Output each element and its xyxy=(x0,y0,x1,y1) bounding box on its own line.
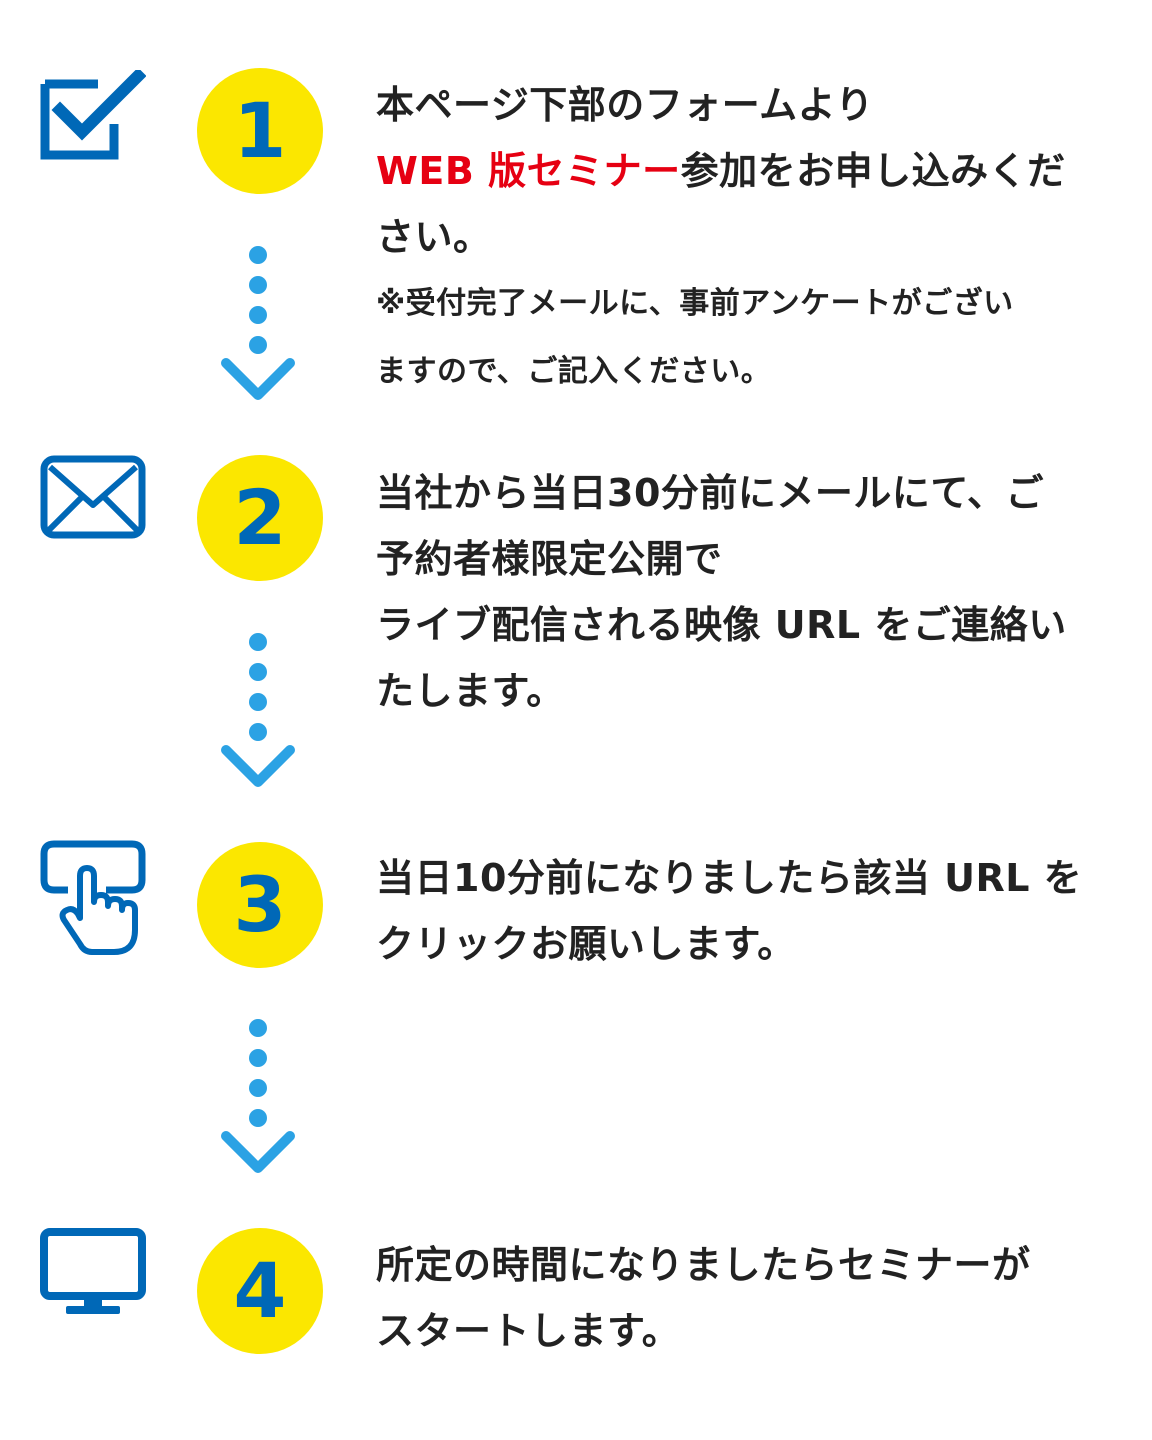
step-1-highlight: WEB 版セミナー xyxy=(376,149,681,193)
step-1-line-1: 本ページ下部のフォームより xyxy=(376,83,874,127)
down-arrow-connector-1 xyxy=(221,246,295,400)
step-number-1: 1 xyxy=(197,68,323,194)
step-4-text: 所定の時間になりましたらセミナーが スタートします。 xyxy=(376,1232,1116,1364)
step-1-text: 本ページ下部のフォームより WEB 版セミナー参加をお申し込みくだ さい。 ※受… xyxy=(376,72,1116,406)
step-1-line-2: WEB 版セミナー参加をお申し込みくだ xyxy=(376,138,1116,204)
down-arrow-connector-2 xyxy=(221,633,295,787)
step-1-note-1: ※受付完了メールに、事前アンケートがござい xyxy=(376,286,1014,321)
step-2-line-4: たします。 xyxy=(376,669,565,713)
step-number-3: 3 xyxy=(197,842,323,968)
step-1-line-2-rest: 参加をお申し込みくだ xyxy=(680,149,1066,193)
step-number-2: 2 xyxy=(197,455,323,581)
step-2-line-1: 当社から当日30分前にメールにて、ご xyxy=(376,471,1044,515)
click-icon xyxy=(40,840,146,956)
checkbox-icon xyxy=(40,70,146,186)
step-4-line-2: スタートします。 xyxy=(376,1309,681,1353)
step-number-4: 4 xyxy=(197,1228,323,1354)
step-2-line-2: 予約者様限定公開で xyxy=(376,537,723,581)
step-3-line-2: クリックお願いします。 xyxy=(376,922,796,966)
step-2-text: 当社から当日30分前にメールにて、ご 予約者様限定公開で ライブ配信される映像 … xyxy=(376,460,1116,724)
step-2-line-3: ライブ配信される映像 URL をご連絡い xyxy=(376,603,1067,647)
step-1-line-3: さい。 xyxy=(376,215,492,259)
step-1-note-2: ますので、ご記入ください。 xyxy=(376,354,772,389)
step-3-text: 当日10分前になりましたら該当 URL を クリックお願いします。 xyxy=(376,845,1116,977)
step-3-line-1: 当日10分前になりましたら該当 URL を xyxy=(376,856,1083,900)
monitor-icon xyxy=(40,1228,146,1344)
envelope-icon xyxy=(40,455,146,571)
step-4-line-1: 所定の時間になりましたらセミナーが xyxy=(376,1243,1031,1287)
down-arrow-connector-3 xyxy=(221,1019,295,1173)
